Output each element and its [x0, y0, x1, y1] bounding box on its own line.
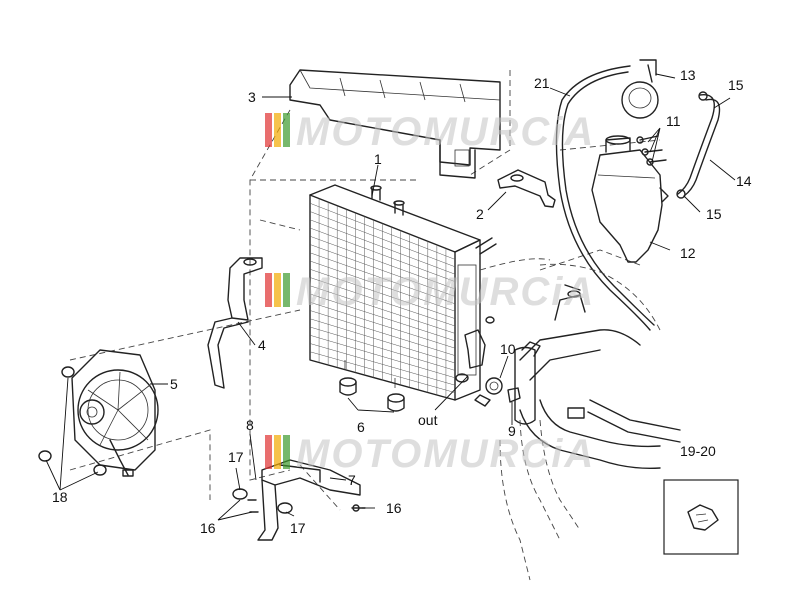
callout-11: 11: [666, 113, 681, 129]
callout-12: 12: [680, 245, 696, 261]
lower-bracket-part: [232, 459, 366, 541]
callout-6: 6: [357, 419, 365, 435]
watermark-text-2: MOTOMURCiA: [296, 270, 595, 314]
radiator-fin-line: [309, 277, 456, 327]
radiator-fin-line: [309, 203, 456, 260]
temperature-sensor-part: [474, 377, 521, 407]
callout-out: out: [418, 412, 438, 428]
cooling-fan-part: [71, 349, 159, 477]
radiator-fin-line: [309, 335, 456, 379]
expansion-tank-part: [591, 135, 669, 263]
callout-8: 8: [246, 417, 254, 433]
radiator-fin-line: [309, 318, 456, 364]
callout-16-left: 16: [200, 520, 216, 536]
watermark-1: MOTOMURCiA: [265, 110, 595, 154]
watermark-text-1: MOTOMURCiA: [296, 110, 595, 154]
callout-16-right: 16: [386, 500, 402, 516]
radiator-fin-line: [309, 269, 456, 319]
callout-21: 21: [534, 75, 550, 91]
callout-labels: 1 2 3 4 5 6 7 8 9 10 11 12 13 14 15 15 1…: [52, 67, 752, 536]
radiator-fin-line: [309, 310, 456, 356]
callout-17-top: 17: [228, 449, 244, 465]
radiator-fin-line: [309, 302, 456, 349]
leader-lines: [45, 73, 736, 521]
radiator-fin-line: [309, 211, 456, 268]
callout-13: 13: [680, 67, 696, 83]
bracket-4-part: [207, 257, 263, 389]
bracket-2-part: [497, 169, 556, 208]
radiator-fin-line: [309, 285, 456, 334]
rubber-mounts-6: [339, 377, 405, 412]
callout-9: 9: [508, 423, 516, 439]
top-shroud-part: [289, 69, 501, 179]
callout-15-bottom: 15: [706, 206, 722, 222]
callout-3: 3: [248, 89, 256, 105]
radiator-fin-line: [309, 252, 456, 305]
radiator-fin-line: [309, 293, 456, 342]
inset-box-19-20: [663, 479, 739, 555]
callout-10: 10: [500, 341, 516, 357]
radiator-part: [309, 184, 497, 401]
callout-5: 5: [170, 376, 178, 392]
radiator-fin-line: [309, 326, 456, 371]
radiator-fin-line: [309, 260, 456, 312]
radiator-fin-line: [309, 236, 456, 290]
callout-1: 1: [374, 151, 382, 167]
watermark-2: MOTOMURCiA: [265, 270, 595, 314]
radiator-fin-line: [309, 343, 456, 386]
radiator-fin-line: [309, 219, 456, 275]
callout-7: 7: [348, 472, 356, 488]
callout-15-top: 15: [728, 77, 744, 93]
expansion-cap-part: [621, 59, 659, 119]
radiator-fin-line: [309, 351, 456, 393]
grommets-18: [38, 366, 107, 476]
callout-17-bottom: 17: [290, 520, 306, 536]
callout-2: 2: [476, 206, 484, 222]
radiator-fin-line: [309, 227, 456, 282]
coolant-hoses-part: [479, 258, 681, 581]
overflow-hose-part: [676, 91, 721, 199]
callout-19-20: 19-20: [680, 443, 716, 459]
radiator-fin-grid: [309, 198, 456, 398]
callout-4: 4: [258, 337, 266, 353]
long-hose-21-part: [555, 65, 655, 331]
watermark-text-3: MOTOMURCiA: [296, 432, 595, 476]
callout-14: 14: [736, 173, 752, 189]
screws-11: [636, 135, 667, 166]
callout-18: 18: [52, 489, 68, 505]
watermark-3: MOTOMURCiA: [265, 432, 595, 476]
radiator-fin-line: [309, 244, 456, 297]
